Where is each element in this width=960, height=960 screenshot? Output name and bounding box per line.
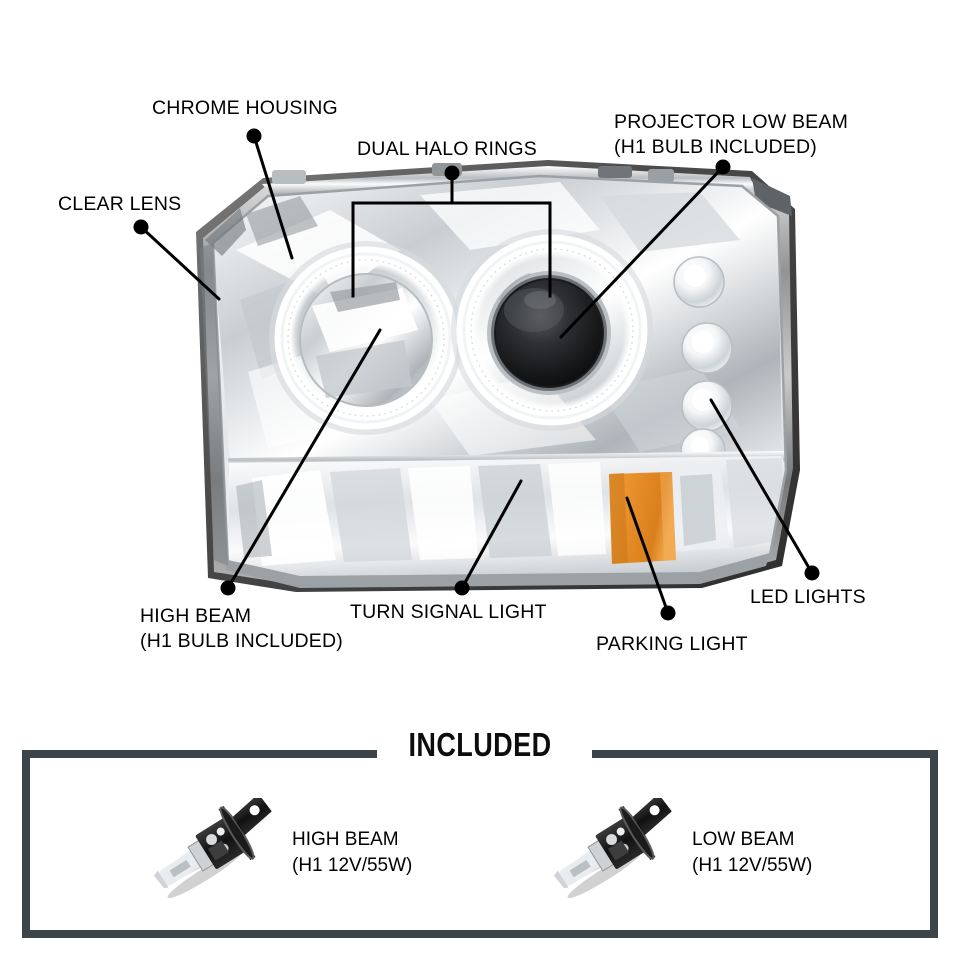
leader-dot-chrome-housing: [246, 128, 262, 144]
bulb-spec: (H1 12V/55W): [292, 855, 413, 876]
callout-label-line2: (H1 BULB INCLUDED): [140, 630, 343, 652]
leader-dot-clear-lens: [133, 219, 149, 235]
included-title-gap: [377, 744, 592, 766]
callout-label-line1: LED LIGHTS: [750, 586, 866, 608]
callout-label-parking-light: PARKING LIGHT: [596, 632, 748, 657]
callout-label-line1: CLEAR LENS: [58, 193, 182, 215]
callout-label-line1: PARKING LIGHT: [596, 633, 748, 655]
halo-ring-left: [269, 241, 463, 435]
callout-label-line1: TURN SIGNAL LIGHT: [350, 601, 547, 623]
leader-line-parking-light: [625, 496, 670, 615]
headlight-diagram: CLEAR LENS CHROME HOUSING DUAL HALO RINGS P…: [58, 96, 866, 657]
callout-label-clear-lens: CLEAR LENS: [58, 192, 181, 217]
leader-line-clear-lens: [139, 225, 221, 301]
bulb-name: HIGH BEAM: [292, 829, 399, 850]
included-frame: [22, 750, 938, 938]
bulb-spec: (H1 12V/55W): [692, 855, 813, 876]
parking-light-reflector: [609, 472, 676, 564]
projector-low-beam-lens: [487, 271, 611, 395]
leader-dot-dual-halo-rings: [444, 165, 460, 181]
led-lights: [673, 256, 733, 474]
leader-dot-high-beam: [220, 580, 236, 596]
callout-label-line1: HIGH BEAM: [140, 605, 252, 627]
included-item-high-beam: HIGH BEAM (H1 12V/55W): [132, 798, 412, 908]
lower-lens-chamber: [228, 456, 786, 578]
leader-dot-parking-light: [660, 605, 676, 621]
callout-label-line1: PROJECTOR LOW BEAM: [614, 111, 849, 133]
h1-bulb-icon: [532, 798, 682, 908]
callout-label-led-lights: LED LIGHTS: [750, 585, 866, 610]
leader-line-high-beam: [226, 328, 382, 590]
callout-label-projector-low-beam: PROJECTOR LOW BEAM (H1 BULB INCLUDED): [614, 110, 848, 160]
headlight-illustration: [133, 128, 820, 621]
leader-dot-turn-signal-light: [454, 580, 470, 596]
bulb-name: LOW BEAM: [692, 829, 795, 850]
included-item-low-beam-text: LOW BEAM (H1 12V/55W): [692, 827, 812, 879]
clear-lens: [200, 174, 788, 588]
leader-line-chrome-housing: [252, 134, 294, 260]
callout-label-chrome-housing: CHROME HOUSING: [152, 96, 338, 121]
callout-dots: [133, 128, 820, 621]
leader-dot-led-lights: [804, 565, 820, 581]
callout-label-turn-signal-light: TURN SIGNAL LIGHT: [350, 600, 547, 625]
leader-dot-projector-low-beam: [715, 159, 731, 175]
leader-line-turn-signal-light: [460, 479, 523, 590]
h1-bulb-icon: [132, 798, 282, 908]
callout-label-line1: CHROME HOUSING: [152, 97, 338, 119]
callout-label-dual-halo-rings: DUAL HALO RINGS: [357, 137, 537, 162]
callout-label-line2: (H1 BULB INCLUDED): [614, 136, 817, 158]
leader-line-led-lights: [709, 398, 814, 575]
included-panel: INCLUDED: [22, 726, 938, 938]
callout-leaders: [139, 134, 814, 615]
included-item-high-beam-text: HIGH BEAM (H1 12V/55W): [292, 827, 412, 879]
included-item-low-beam: LOW BEAM (H1 12V/55W): [532, 798, 812, 908]
callout-label-line1: DUAL HALO RINGS: [357, 138, 537, 160]
included-title: INCLUDED: [408, 726, 552, 763]
leader-line-projector-low-beam: [559, 165, 725, 339]
callout-label-high-beam: HIGH BEAM (H1 BULB INCLUDED): [140, 604, 343, 654]
